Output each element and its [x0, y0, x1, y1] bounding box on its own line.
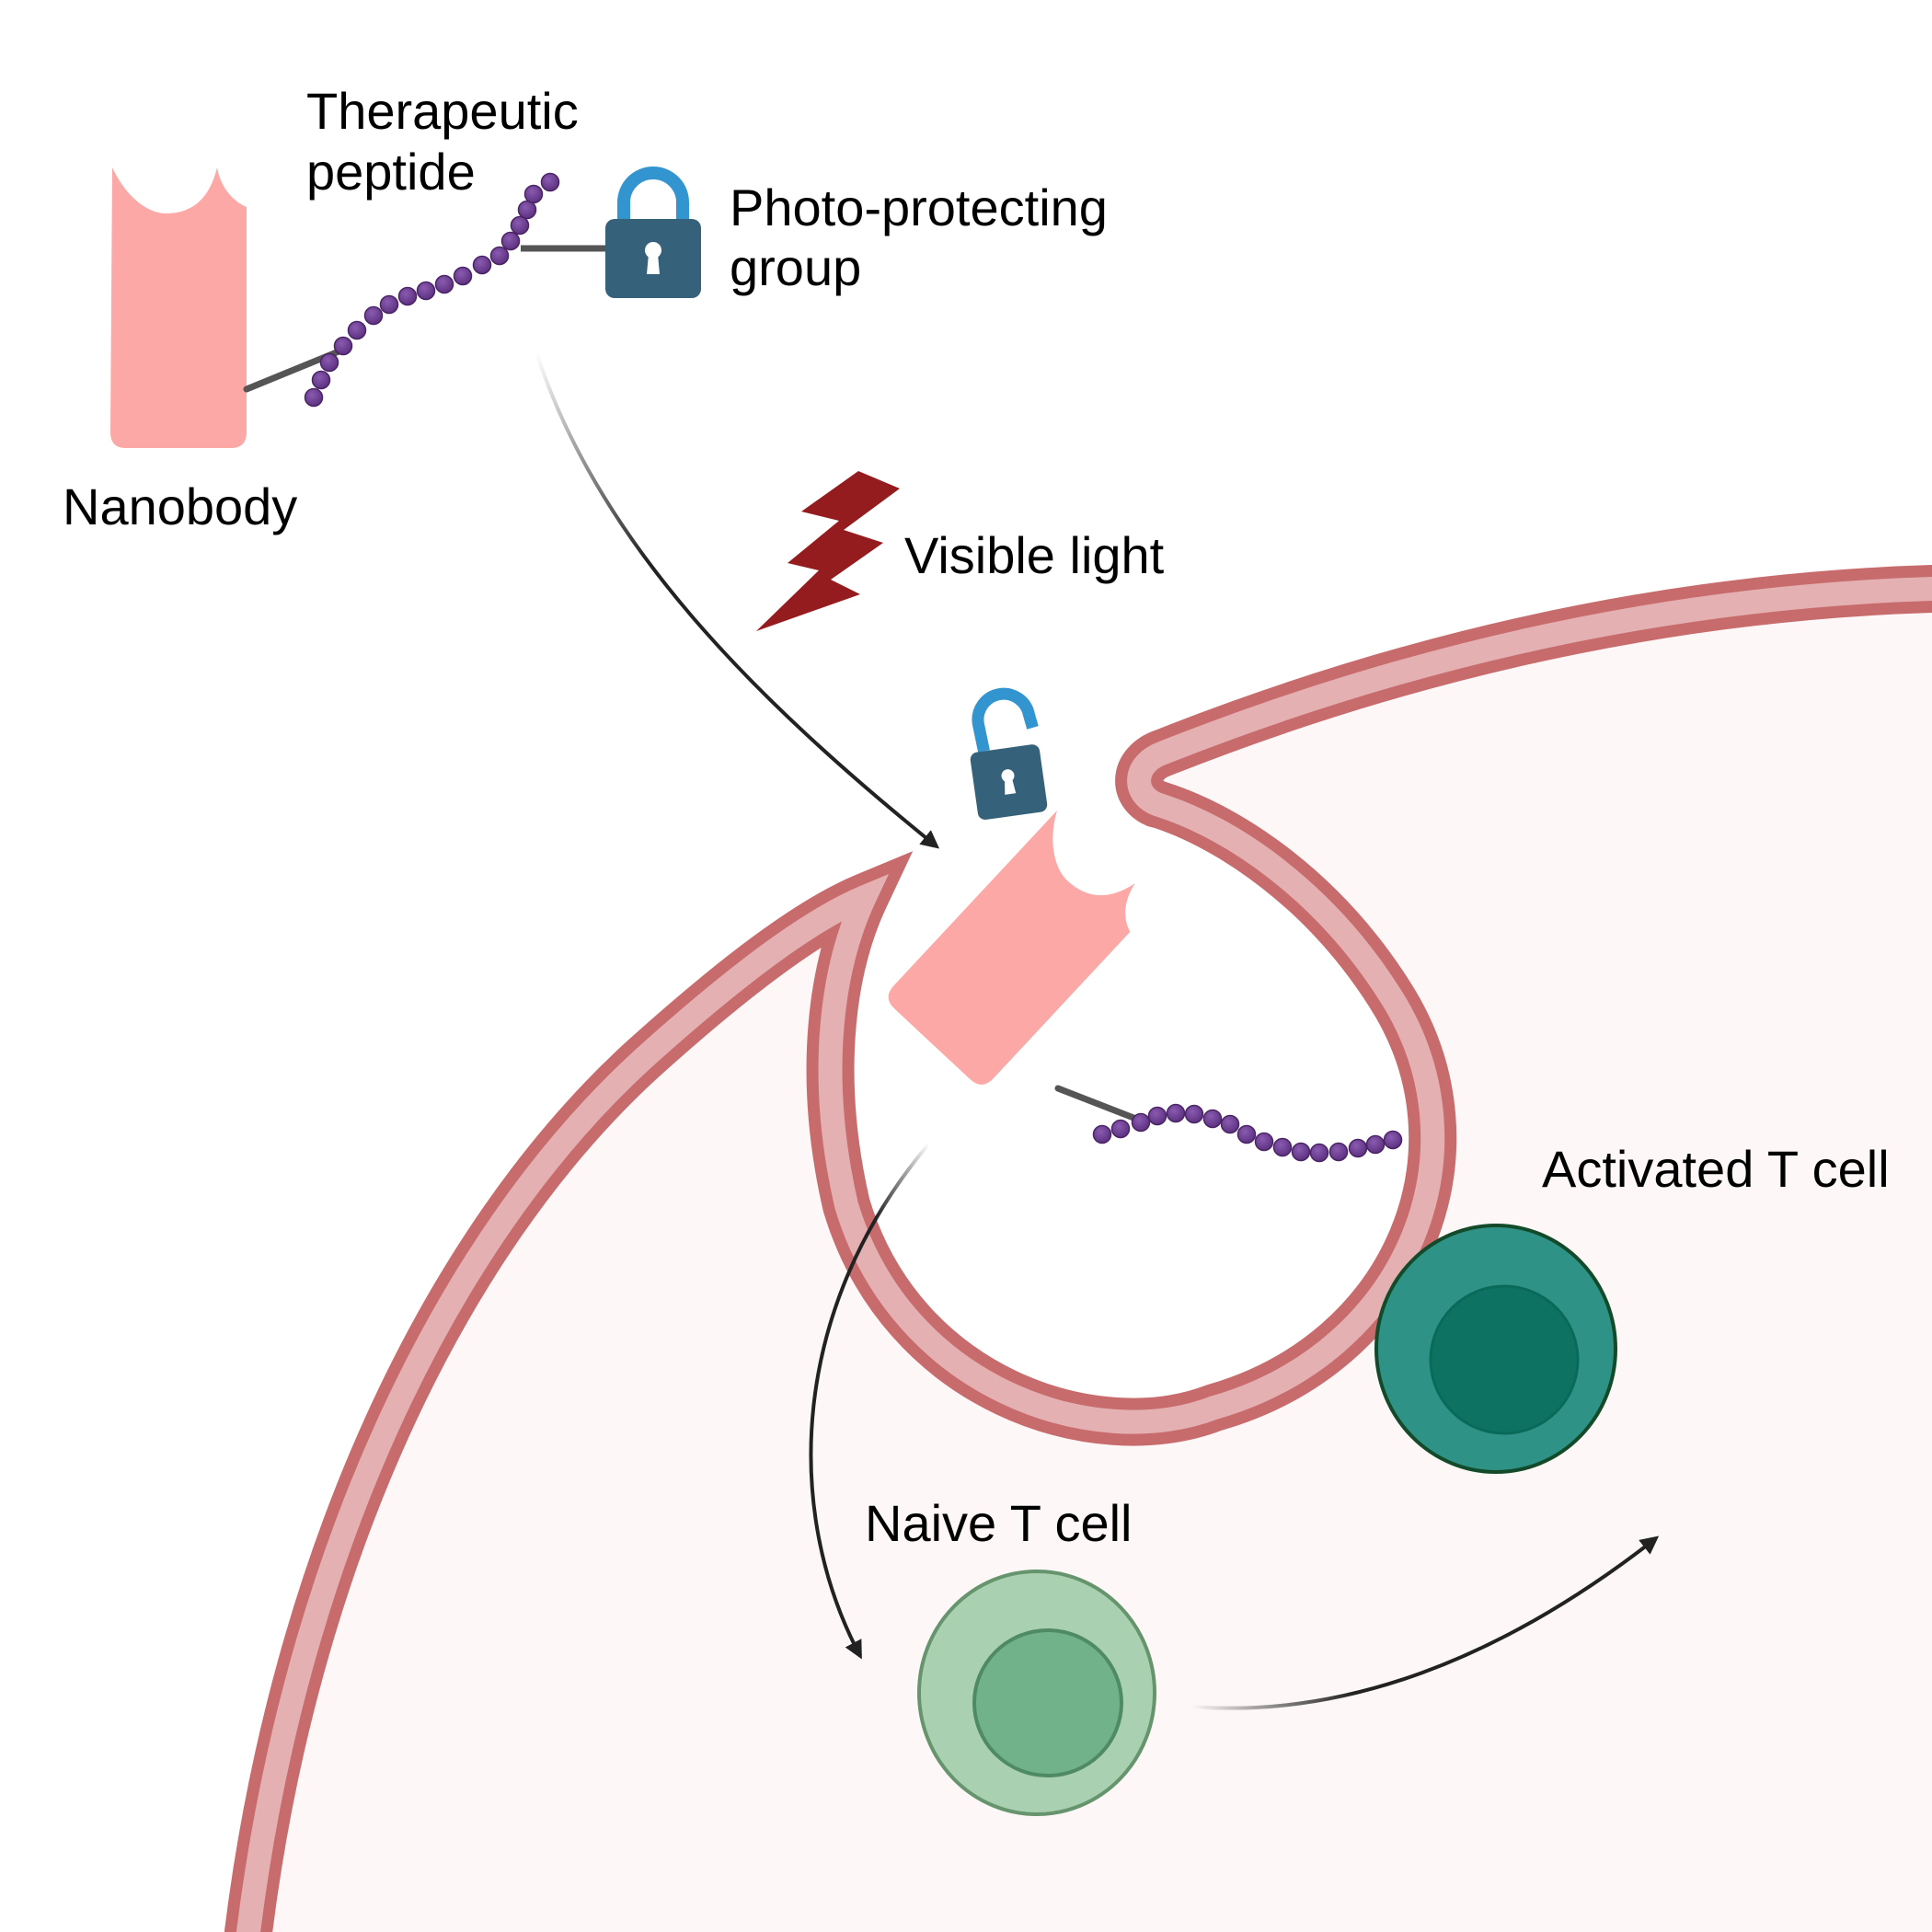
peptide-bead — [1092, 1124, 1112, 1144]
peptide-bead — [1220, 1114, 1240, 1134]
nanobody-linker-internalized — [1054, 1085, 1149, 1126]
peptide-bead — [489, 246, 510, 266]
lightning-bolt-icon — [756, 471, 900, 631]
internalized-nanobody — [888, 811, 1403, 1163]
uptake-arrow — [535, 351, 940, 849]
nanobody-shape-internalized — [888, 811, 1135, 1085]
peptide-bead — [347, 320, 367, 340]
peptide-bead — [311, 370, 331, 390]
activated-t-cell-label: Activated T cell — [1542, 1140, 1890, 1198]
activated-t-cell-nucleus — [1429, 1284, 1580, 1435]
peptide-bead — [472, 255, 492, 275]
peptide-bead — [1147, 1106, 1167, 1126]
naive-t-cell-nucleus — [972, 1628, 1123, 1777]
peptide-bead — [540, 172, 560, 192]
peptide-bead — [1309, 1143, 1329, 1163]
peptide-bead — [1184, 1104, 1204, 1124]
nanobody-shape — [110, 167, 247, 448]
peptide-bead — [1328, 1142, 1349, 1162]
peptide-bead — [453, 266, 473, 286]
peptide-bead — [1365, 1134, 1386, 1155]
activated-t-cell — [1374, 1224, 1617, 1474]
peptide-bead — [1348, 1138, 1368, 1158]
naive-t-cell-label: Naive T cell — [865, 1494, 1133, 1552]
peptide-bead — [304, 387, 324, 408]
peptide-bead — [1291, 1142, 1311, 1162]
peptide-bead — [1166, 1103, 1186, 1123]
photo-protecting-group-label-line1: Photo-protecting — [730, 178, 1108, 236]
therapeutic-peptide-chain-internalized — [1092, 1103, 1403, 1163]
peptide-bead — [523, 184, 544, 204]
peptide-bead — [333, 336, 353, 356]
peptide-bead — [1254, 1132, 1274, 1152]
naive-t-cell — [917, 1570, 1156, 1816]
cell-membrane-inner — [236, 577, 1932, 1932]
unlock-icon — [970, 687, 1048, 821]
antigen-presenting-cell — [224, 565, 1932, 1932]
lock-icon — [605, 167, 701, 298]
peptide-bead — [1272, 1137, 1293, 1157]
therapeutic-peptide-label-line1: Therapeutic — [306, 82, 579, 140]
peptide-bead — [319, 352, 339, 373]
peptide-bead — [1131, 1112, 1151, 1133]
peptide-bead — [517, 200, 537, 220]
peptide-bead — [510, 215, 530, 236]
therapeutic-peptide-chain — [304, 172, 560, 408]
activation-arrow — [1190, 1535, 1660, 1710]
photo-protecting-group-label-line2: group — [730, 238, 861, 296]
nanobody-label: Nanobody — [63, 477, 297, 535]
peptide-bead — [1236, 1124, 1257, 1144]
presentation-arrow — [809, 1142, 931, 1660]
peptide-bead — [500, 231, 521, 251]
cell-cytoplasm — [248, 589, 1932, 1932]
peptide-bead — [363, 305, 384, 326]
peptide-bead — [397, 286, 418, 306]
visible-light-label: Visible light — [904, 526, 1165, 584]
peptide-bead — [379, 294, 399, 315]
peptide-bead — [434, 274, 454, 294]
peptide-bead — [1383, 1130, 1403, 1150]
peptide-bead — [416, 281, 436, 301]
peptide-bead — [1202, 1109, 1223, 1129]
nanobody-construct — [110, 167, 701, 448]
therapeutic-peptide-label-line2: peptide — [306, 143, 476, 201]
peptide-bead — [1110, 1119, 1131, 1139]
